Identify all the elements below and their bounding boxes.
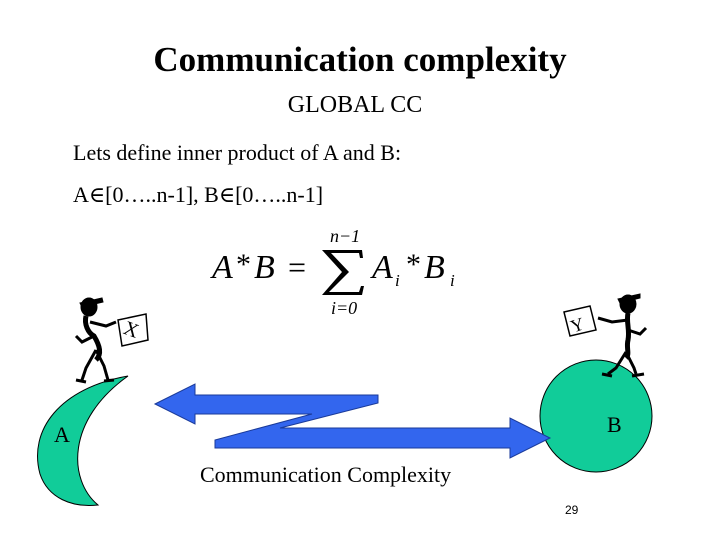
formula-term-b: B <box>424 249 445 286</box>
formula-term-a: A <box>370 249 393 286</box>
formula-term-b-sub: i <box>450 271 455 290</box>
formula-sum-upper: n−1 <box>330 226 360 246</box>
party-a-label: A <box>54 422 70 447</box>
right-planet <box>539 359 653 473</box>
right-person-icon <box>597 293 648 378</box>
paper-y-label: Y <box>568 313 587 336</box>
slide-title: Communication complexity <box>153 40 567 79</box>
paper-y-icon: Y <box>563 305 597 337</box>
page-number: 29 <box>565 503 579 517</box>
summation-icon <box>322 250 364 295</box>
communication-complexity-caption: Communication Complexity <box>200 462 452 487</box>
definition-text: Lets define inner product of A and B: <box>73 140 402 165</box>
communication-arrow <box>153 383 552 459</box>
left-person-icon <box>74 297 117 384</box>
party-b-label: B <box>607 412 622 437</box>
inner-product-formula: A * B = n−1 i=0 A i * B i <box>210 226 455 317</box>
paper-x-icon: X <box>117 313 149 347</box>
formula-star-1: * <box>236 248 251 281</box>
formula-equals: = <box>288 249 306 285</box>
formula-star-2: * <box>406 248 421 281</box>
formula-lhs-a: A <box>210 249 233 286</box>
formula-sum-lower: i=0 <box>331 298 357 317</box>
formula-lhs-b: B <box>254 249 275 286</box>
slide-subtitle: GLOBAL CC <box>287 92 423 118</box>
domain-text: A∈[0…..n-1], B∈[0…..n-1] <box>73 182 324 207</box>
formula-term-a-sub: i <box>395 271 400 290</box>
left-planet-crescent <box>37 375 129 507</box>
